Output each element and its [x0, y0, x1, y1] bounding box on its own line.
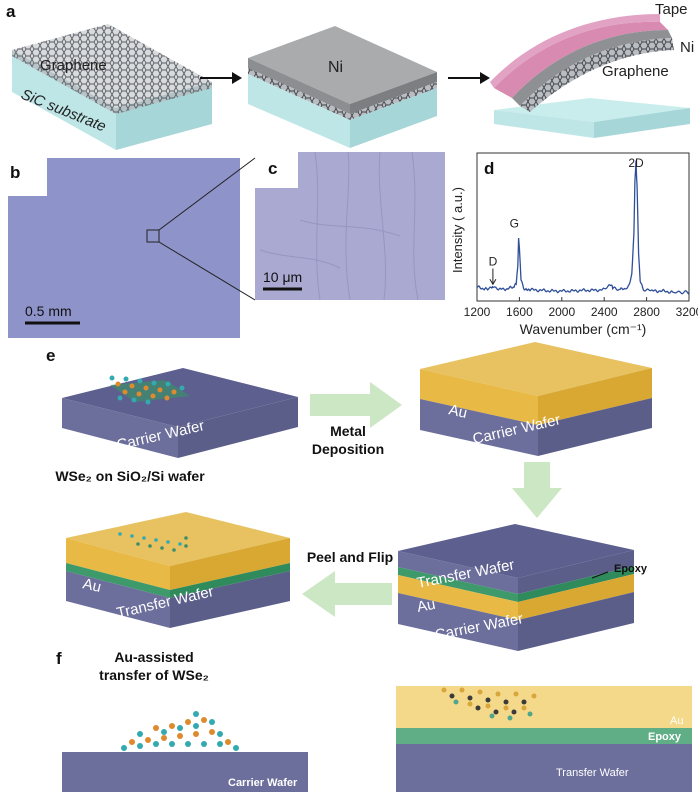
peel-flip-label: Peel and Flip: [307, 549, 393, 565]
carrier-wafer-1: Carrier Wafer: [62, 368, 298, 458]
scale-text-c: 10 μm: [263, 269, 302, 285]
peak-label-d: D: [489, 255, 498, 269]
f-carrier-wafer-label: Carrier Wafer: [228, 777, 298, 789]
scale-text-b: 0.5 mm: [25, 303, 72, 319]
wse2-crystal-1: [109, 375, 190, 405]
peak-label-g: G: [510, 216, 519, 230]
arrow-a2: [448, 72, 490, 84]
x-tick-label: 1200: [464, 305, 491, 319]
f-carrier-cross-section: Carrier Wafer: [62, 711, 308, 792]
graphene-right-label: Graphene: [602, 63, 669, 80]
arrow-down: [512, 462, 562, 518]
arrow-metal-deposition: Metal Deposition: [310, 382, 402, 457]
metal-label: Metal: [330, 423, 366, 439]
x-tick-label: 3200: [676, 305, 698, 319]
x-tick-label: 2400: [591, 305, 618, 319]
panel-label-d: d: [484, 159, 494, 178]
au-label-2: Au: [416, 596, 437, 616]
peeled-stack: Tape Ni Graphene: [490, 1, 694, 138]
panel-b: b 0.5 mm: [8, 157, 256, 338]
panel-label-f: f: [56, 649, 62, 668]
panel-label-c: c: [268, 159, 277, 178]
f-epoxy-label: Epoxy: [648, 731, 682, 743]
bonded-stack: Transfer Wafer Au Carrier Wafer Epoxy: [398, 524, 648, 651]
graphene-label: Graphene: [40, 57, 107, 74]
panel-e: e Carrier Wafer WSe₂ on SiO₂/Si wafer Me…: [46, 342, 652, 683]
panel-label-e: e: [46, 346, 55, 365]
x-tick-label: 2000: [548, 305, 575, 319]
wse2-caption: WSe₂ on SiO₂/Si wafer: [55, 468, 205, 484]
sic-graphene-box: Graphene SiC substrate: [12, 24, 212, 150]
x-tick-label: 2800: [633, 305, 660, 319]
panel-label-b: b: [10, 163, 20, 182]
panel-d: d 1200 1600 2000 2400 2800 3200 D G 2D Wavenumbe…: [450, 152, 698, 337]
au-assisted-caption-1: Au-assisted: [114, 649, 193, 665]
tape-label: Tape: [655, 1, 688, 18]
au-label-1: Au: [447, 401, 469, 422]
panel-label-a: a: [6, 2, 16, 21]
x-axis-label: Wavenumber (cm⁻¹): [520, 321, 647, 337]
deposition-label: Deposition: [312, 441, 384, 457]
arrow-peel-flip: Peel and Flip: [302, 549, 393, 617]
transfer-au-wafer: Au Transfer Wafer: [66, 512, 290, 628]
au-label-3: Au: [81, 575, 103, 596]
ni-deposition-box: Ni: [248, 26, 437, 148]
f-transfer-wafer-label: Transfer Wafer: [556, 767, 629, 779]
plot-frame: [476, 152, 690, 302]
wse2-crystal-2: [118, 532, 188, 552]
au-assisted-caption-2: transfer of WSe₂: [99, 667, 209, 683]
panel-c: c 10 μm: [255, 151, 445, 301]
peak-label-2d: 2D: [628, 156, 644, 170]
x-tick-label: 1600: [506, 305, 533, 319]
panel-f: f Carrier Wafer: [56, 649, 692, 792]
panel-a: a Graphene SiC substrate Ni: [6, 1, 694, 150]
ni-label: Ni: [328, 59, 343, 76]
y-axis-label: Intensity ( a.u.): [450, 187, 465, 273]
raman-chart: 1200 1600 2000 2400 2800 3200 D G 2D Wavenumber …: [450, 152, 698, 337]
carrier-au-wafer: Au Carrier Wafer: [420, 342, 652, 456]
f-transfer-cross-section: Au Epoxy Transfer Wafer: [396, 686, 692, 792]
spectrum-line: [476, 160, 690, 295]
arrow-a1: [200, 72, 242, 84]
ni-right-label: Ni: [680, 39, 694, 56]
f-au-label: Au: [670, 715, 683, 727]
epoxy-label: Epoxy: [614, 563, 648, 575]
d-peak-arrowhead: [489, 279, 497, 286]
